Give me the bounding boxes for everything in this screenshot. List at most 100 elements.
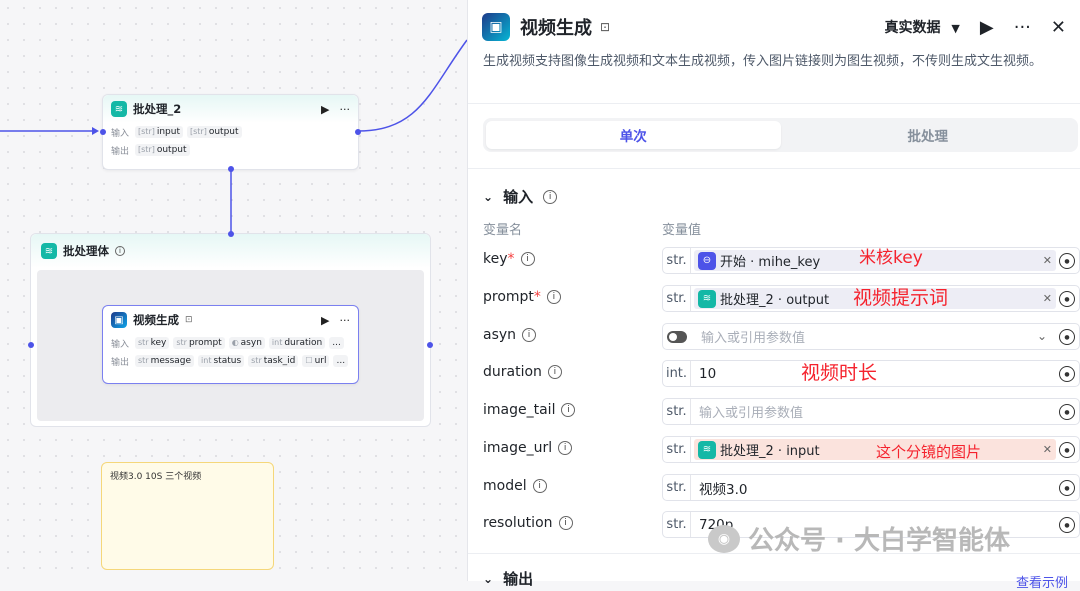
type-label: str. bbox=[663, 437, 691, 462]
param-name: asyn bbox=[483, 327, 517, 343]
info-icon[interactable]: i bbox=[546, 290, 561, 304]
type-label: str. bbox=[663, 512, 691, 537]
play-icon[interactable]: ▶ bbox=[979, 16, 994, 38]
more-icon[interactable]: ··· bbox=[1013, 16, 1031, 38]
reference-chip[interactable]: ≋ 批处理_2 · output ✕ bbox=[694, 288, 1056, 309]
output-chip: [str]output bbox=[135, 144, 190, 156]
annotation-text: 米核key bbox=[859, 248, 923, 268]
info-icon[interactable]: i bbox=[561, 403, 576, 417]
section-title: 输出 bbox=[503, 570, 534, 588]
output-port[interactable] bbox=[355, 129, 361, 135]
node-title: 批处理_2 bbox=[133, 102, 182, 116]
run-mode-tabs: 单次 批处理 bbox=[483, 118, 1078, 152]
clear-icon[interactable]: ✕ bbox=[1042, 254, 1052, 267]
param-name: duration bbox=[483, 364, 542, 380]
chevron-down-icon[interactable]: ⌄ bbox=[483, 571, 494, 586]
param-value[interactable]: 视频3.0 bbox=[699, 481, 748, 498]
reference-chip[interactable]: ⊖ 开始 · mihe_key ✕ bbox=[694, 250, 1056, 271]
param-name: prompt bbox=[483, 289, 534, 305]
variable-icon[interactable]: ● bbox=[1059, 253, 1075, 269]
play-icon[interactable]: ▶ bbox=[321, 102, 330, 116]
required-mark: * bbox=[507, 251, 515, 267]
variable-icon[interactable]: ● bbox=[1059, 404, 1075, 420]
info-icon[interactable]: i bbox=[543, 189, 558, 204]
variable-icon[interactable]: ● bbox=[1059, 329, 1075, 345]
play-icon[interactable]: ▶ bbox=[321, 313, 330, 327]
param-row-duration: duration i int. 10 ● 视频时长 bbox=[468, 360, 1080, 388]
group-title: 批处理体 bbox=[63, 244, 109, 258]
tag-icon[interactable]: ⊡ bbox=[600, 20, 611, 34]
param-field[interactable]: int. 10 ● bbox=[662, 360, 1080, 387]
tab-single[interactable]: 单次 bbox=[486, 121, 781, 149]
variable-icon[interactable]: ● bbox=[1059, 366, 1075, 382]
workflow-canvas[interactable]: ≋ 批处理_2 ▶ ··· 输入 [str]input [str]output … bbox=[0, 0, 468, 581]
data-mode-select[interactable]: 真实数据 ▼ bbox=[884, 20, 960, 36]
output-label: 输出 bbox=[111, 146, 130, 157]
param-row-image-url: image_url i str. ≋ 批处理_2 · input ✕ ● 这个分镜… bbox=[468, 436, 1080, 464]
tag-icon: ⊡ bbox=[185, 315, 193, 325]
tab-batch[interactable]: 批处理 bbox=[907, 129, 949, 145]
variable-icon[interactable]: ● bbox=[1059, 480, 1075, 496]
param-field[interactable]: 输入或引用参数值 ⌄ ● bbox=[662, 323, 1080, 350]
param-row-prompt: prompt*i str. ≋ 批处理_2 · output ✕ ● 视频提示词 bbox=[468, 285, 1080, 313]
more-icon[interactable]: ··· bbox=[339, 102, 351, 116]
info-icon[interactable]: i bbox=[522, 328, 537, 342]
param-field[interactable]: str. ≋ 批处理_2 · output ✕ ● bbox=[662, 285, 1080, 312]
info-icon[interactable]: i bbox=[558, 516, 573, 530]
sticky-note[interactable]: 视频3.0 10S 三个视频 bbox=[101, 462, 274, 570]
reference-chip[interactable]: ≋ 批处理_2 · input ✕ bbox=[694, 439, 1056, 460]
annotation-text: 视频时长 bbox=[801, 362, 878, 384]
asyn-toggle[interactable] bbox=[667, 330, 687, 343]
loop-port[interactable] bbox=[228, 166, 234, 172]
output-chip: ☐url bbox=[302, 355, 330, 367]
view-example-link[interactable]: 查看示例 bbox=[1015, 576, 1068, 591]
type-label: str. bbox=[663, 286, 691, 311]
clear-icon[interactable]: ✕ bbox=[1042, 443, 1052, 456]
outputs-section-header[interactable]: ⌄ 输出 bbox=[483, 568, 533, 589]
divider bbox=[468, 553, 1080, 554]
divider bbox=[468, 168, 1080, 169]
clear-icon[interactable]: ✕ bbox=[1042, 292, 1052, 305]
variable-icon[interactable]: ● bbox=[1059, 291, 1075, 307]
output-label: 输出 bbox=[111, 357, 130, 368]
more-icon[interactable]: ··· bbox=[339, 313, 351, 327]
node-config-panel: ▣ 视频生成 ⊡ 真实数据 ▼ ▶ ··· ✕ 生成视频支持图像生成视频和文本生… bbox=[467, 0, 1080, 591]
close-icon[interactable]: ✕ bbox=[1050, 16, 1066, 38]
input-port[interactable] bbox=[100, 129, 106, 135]
param-field[interactable]: str. ⊖ 开始 · mihe_key ✕ ● bbox=[662, 247, 1080, 274]
param-field[interactable]: str. 输入或引用参数值 ● bbox=[662, 398, 1080, 425]
param-name: image_url bbox=[483, 440, 553, 456]
batch-node[interactable]: ≋ 批处理_2 ▶ ··· 输入 [str]input [str]output … bbox=[100, 94, 361, 172]
variable-icon[interactable]: ● bbox=[1059, 442, 1075, 458]
batch-icon: ≋ bbox=[111, 101, 127, 117]
param-placeholder: 输入或引用参数值 bbox=[701, 331, 806, 346]
param-field[interactable]: str. 视频3.0 ● bbox=[662, 474, 1080, 501]
input-chip: [str]input bbox=[135, 126, 183, 138]
info-icon[interactable]: i bbox=[520, 252, 535, 266]
info-icon[interactable]: i bbox=[115, 246, 125, 256]
param-placeholder: 输入或引用参数值 bbox=[699, 406, 804, 421]
group-right-port[interactable] bbox=[427, 342, 433, 348]
variable-icon[interactable]: ● bbox=[1059, 517, 1075, 533]
more-chip: ... bbox=[329, 337, 344, 349]
group-left-port[interactable] bbox=[28, 342, 34, 348]
param-field[interactable]: str. ≋ 批处理_2 · input ✕ ● bbox=[662, 436, 1080, 463]
group-top-port[interactable] bbox=[228, 231, 234, 237]
type-label: int. bbox=[663, 361, 691, 386]
chevron-down-icon[interactable]: ⌄ bbox=[483, 189, 494, 204]
info-icon[interactable]: i bbox=[547, 365, 562, 379]
annotation-text: 这个分镜的图片 bbox=[876, 443, 982, 461]
param-value[interactable]: 10 bbox=[699, 365, 717, 382]
info-icon[interactable]: i bbox=[558, 441, 573, 455]
note-text: 视频3.0 10S 三个视频 bbox=[110, 472, 202, 482]
inputs-section-header[interactable]: ⌄ 输入 i bbox=[483, 186, 558, 207]
chevron-down-icon[interactable]: ⌄ bbox=[1036, 329, 1047, 343]
info-icon[interactable]: i bbox=[532, 479, 547, 493]
batch-body-group[interactable]: ≋ 批处理体 i bbox=[28, 231, 433, 427]
